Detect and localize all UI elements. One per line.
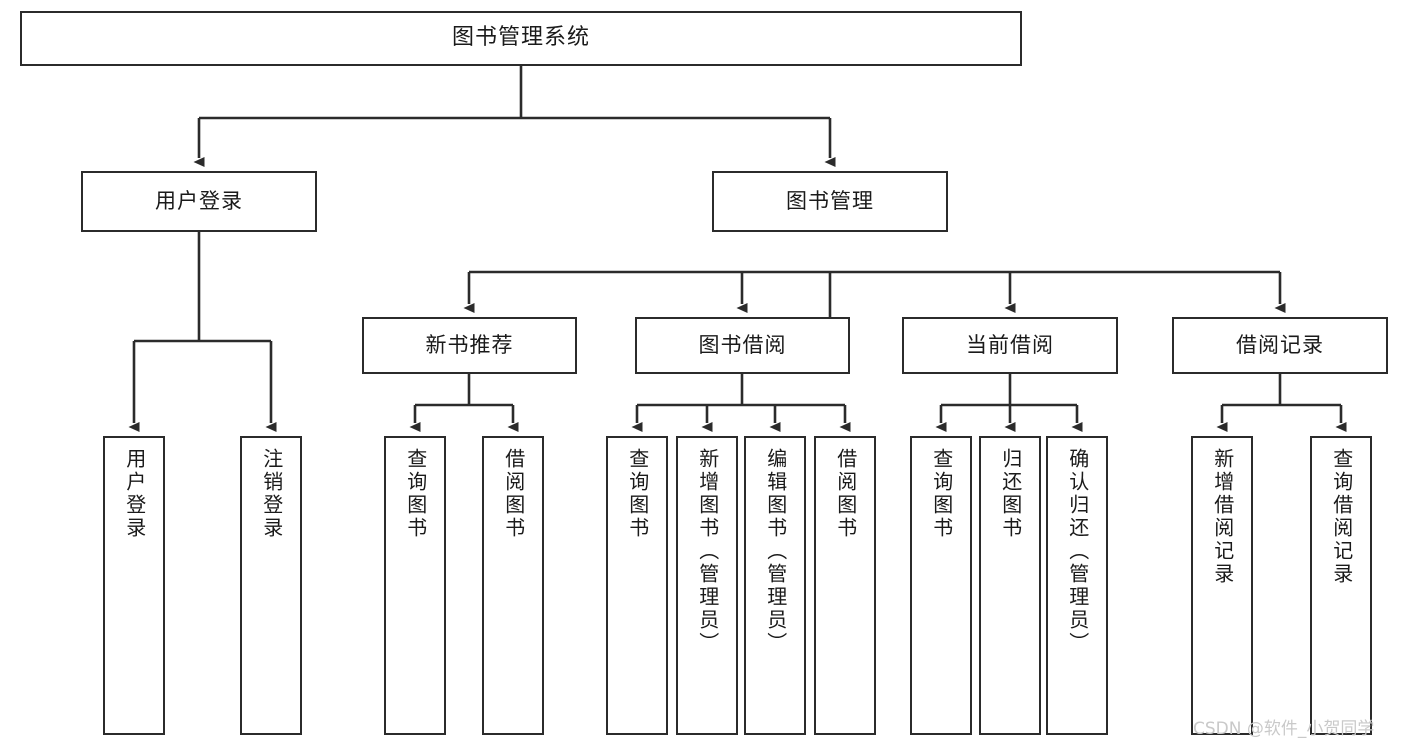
node-label: 借阅图书 [833,448,858,540]
node-book-borrow[interactable]: 图书借阅 [635,317,850,374]
node-label: 注销登录 [259,448,284,540]
node-book-management[interactable]: 图书管理 [712,171,948,232]
leaf-add-book-admin[interactable]: 新增图书（管理员） [676,436,738,735]
node-label: 图书管理 [786,188,874,213]
node-label: 用户登录 [155,188,243,213]
node-label: 新增图书（管理员） [695,448,720,655]
node-label: 图书借阅 [698,332,787,357]
node-label: 新增借阅记录 [1210,448,1235,586]
leaf-user-logout[interactable]: 注销登录 [240,436,302,735]
leaf-confirm-return-admin[interactable]: 确认归还（管理员） [1046,436,1108,735]
node-label: 查询图书 [929,448,954,540]
node-root-book-management-system[interactable]: 图书管理系统 [20,11,1022,66]
node-borrow-record[interactable]: 借阅记录 [1172,317,1388,374]
leaf-edit-book-admin[interactable]: 编辑图书（管理员） [744,436,806,735]
node-label: 归还图书 [998,448,1023,540]
leaf-user-login[interactable]: 用户登录 [103,436,165,735]
node-label: 借阅图书 [501,448,526,540]
node-label: 确认归还（管理员） [1065,448,1090,655]
node-current-borrow[interactable]: 当前借阅 [902,317,1118,374]
leaf-add-borrow-record[interactable]: 新增借阅记录 [1191,436,1253,735]
leaf-query-book-current[interactable]: 查询图书 [910,436,972,735]
node-label: 编辑图书（管理员） [763,448,788,655]
node-label: 新书推荐 [425,332,514,357]
node-label: 查询图书 [625,448,650,540]
leaf-borrow-book[interactable]: 借阅图书 [814,436,876,735]
node-label: 用户登录 [122,448,147,540]
leaf-borrow-book-recommendation[interactable]: 借阅图书 [482,436,544,735]
node-new-book-recommendation[interactable]: 新书推荐 [362,317,577,374]
leaf-query-book-recommendation[interactable]: 查询图书 [384,436,446,735]
node-label: 查询借阅记录 [1329,448,1354,586]
node-user-login[interactable]: 用户登录 [81,171,317,232]
node-label: 图书管理系统 [451,25,590,51]
leaf-return-book[interactable]: 归还图书 [979,436,1041,735]
node-label: 当前借阅 [966,332,1054,357]
node-label: 借阅记录 [1236,332,1324,357]
node-label: 查询图书 [403,448,428,540]
leaf-query-book-borrow[interactable]: 查询图书 [606,436,668,735]
leaf-query-borrow-record[interactable]: 查询借阅记录 [1310,436,1372,735]
csdn-watermark: CSDN @软件_小贺同学 [1193,719,1375,739]
